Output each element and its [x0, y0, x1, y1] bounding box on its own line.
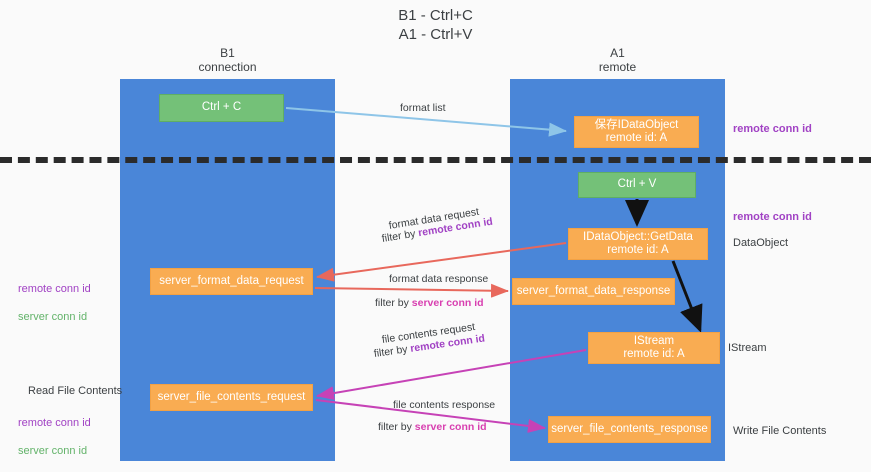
annotation-remote-conn-id: remote conn id	[18, 283, 91, 295]
annotation-remote-conn-id: remote conn id	[18, 417, 91, 429]
node-idataobject-getdata[interactable]: IDataObject::GetData remote id: A	[568, 228, 708, 260]
connector-format-data-response	[314, 283, 509, 298]
annotation-server-conn-id: server conn id	[18, 445, 88, 457]
phase-separator	[0, 157, 871, 163]
node-ctrl-v[interactable]: Ctrl + V	[578, 172, 696, 198]
node-ctrl-c[interactable]: Ctrl + C	[159, 94, 284, 122]
edge-label-format-list: format list	[400, 102, 446, 114]
filter-key-server-conn-id: server conn id	[414, 421, 487, 433]
annotation-istream: IStream	[728, 342, 767, 354]
column-header-b1: B1 connection	[198, 46, 257, 74]
annotation-write-file-contents: Write File Contents	[733, 425, 827, 437]
node-server-format-data-response[interactable]: server_format_data_response	[512, 278, 675, 305]
filter-prefix: filter by	[375, 297, 412, 309]
annotation-remote-conn-id-mid: remote conn id	[733, 211, 812, 223]
node-istream[interactable]: IStream remote id: A	[588, 332, 720, 364]
filter-prefix: filter by	[378, 421, 415, 433]
edge-label-format-data-response: format data response	[389, 273, 489, 285]
annotation-server-conn-id: server conn id	[18, 311, 88, 323]
edge-label-file-contents-response-filter: filter by server conn id	[378, 421, 487, 434]
node-idataobject[interactable]: 保存IDataObject remote id: A	[574, 116, 699, 148]
filter-key-server-conn-id: server conn id	[411, 297, 484, 309]
annotation-remote-conn-id-top: remote conn id	[733, 123, 812, 135]
filter-prefix: filter by	[373, 342, 412, 360]
edge-label-format-data-response-filter: filter by server conn id	[375, 297, 484, 310]
node-server-file-contents-request[interactable]: server_file_contents_request	[150, 384, 313, 411]
edge-label-file-contents-response: file contents response	[393, 399, 496, 411]
annotation-read-file-contents: Read File Contents	[28, 385, 123, 397]
node-server-file-contents-response[interactable]: server_file_contents_response	[548, 416, 711, 443]
annotation-conn-ids-left-bottom: remote conn id server conn id	[18, 402, 91, 472]
node-server-format-data-request[interactable]: server_format_data_request	[150, 268, 313, 295]
column-header-a1: A1 remote	[598, 46, 637, 74]
annotation-dataobject: DataObject	[733, 237, 789, 249]
annotation-conn-ids-left-top: remote conn id server conn id	[18, 268, 91, 338]
filter-prefix: filter by	[380, 227, 420, 245]
page-title: B1 - Ctrl+C A1 - Ctrl+V	[398, 7, 473, 43]
